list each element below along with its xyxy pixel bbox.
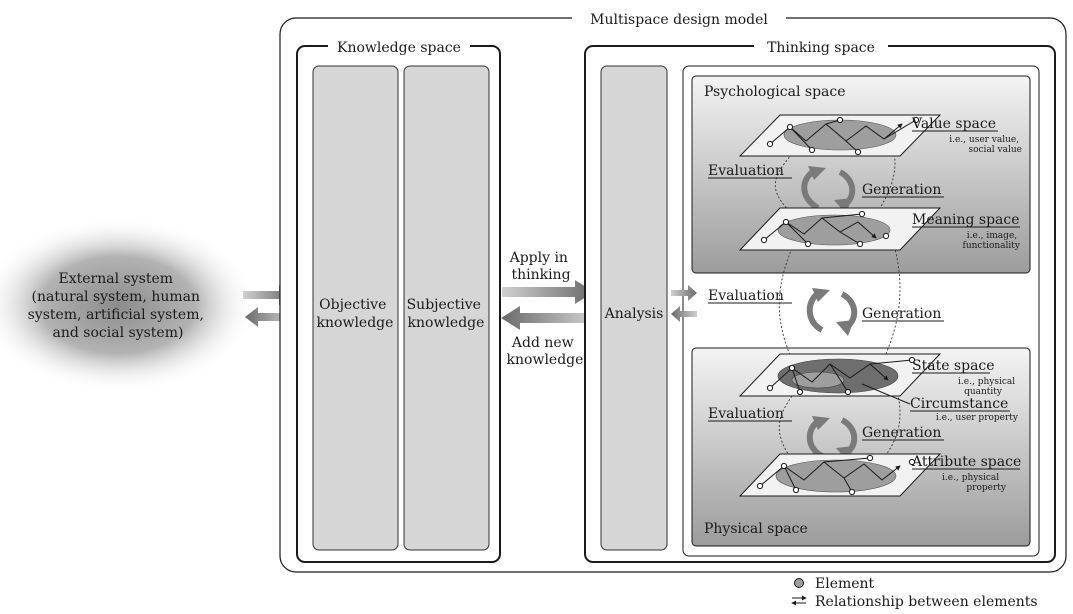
physical-space-title: Physical space <box>704 521 808 537</box>
analysis-column <box>600 65 668 551</box>
apply-in-thinking-label: Apply in thinking <box>509 250 573 283</box>
meaning-space-label: Meaning space <box>912 212 1020 228</box>
add-new-knowledge-label: Add new knowledge <box>507 335 584 368</box>
multispace-title: Multispace design model <box>590 12 768 28</box>
psychological-space-title: Psychological space <box>704 84 846 100</box>
psych-evaluation-label: Evaluation <box>708 163 784 179</box>
objective-knowledge-column <box>312 65 399 551</box>
relationship-legend-icon <box>791 595 807 606</box>
value-space-label: Value space <box>911 116 996 132</box>
analysis-label: Analysis <box>604 306 664 322</box>
external-system-label: External system (natural system, human s… <box>28 271 209 341</box>
circumstance-label: Circumstance <box>910 396 1008 412</box>
external-system-blob <box>0 217 258 393</box>
meaning-space-plane <box>738 207 942 251</box>
relationship-legend-label: Relationship between elements <box>815 594 1038 610</box>
circumstance-pointer <box>861 383 911 405</box>
subjective-knowledge-label: Subjective knowledge <box>407 297 486 331</box>
value-space-plane <box>738 114 942 157</box>
phys-evaluation-label: Evaluation <box>708 406 784 422</box>
knowledge-space-title: Knowledge space <box>337 40 461 56</box>
value-space-note: i.e., user value, social value <box>949 135 1022 155</box>
subjective-knowledge-column <box>403 65 490 551</box>
analysis-exchange-arrows <box>671 285 697 322</box>
state-space-note: i.e., physical quantity <box>958 377 1018 397</box>
state-space-plane <box>738 353 942 397</box>
add-new-knowledge-arrow <box>501 306 594 330</box>
middle-eval-gen-arrows <box>806 288 858 336</box>
phys-generation-label: Generation <box>862 425 941 441</box>
middle-generation-label: Generation <box>862 306 941 322</box>
circumstance-note: i.e., user property <box>936 413 1019 423</box>
psych-eval-gen-arrows <box>801 166 856 214</box>
apply-in-thinking-arrow <box>502 280 594 304</box>
attribute-space-plane <box>738 453 942 497</box>
middle-evaluation-label: Evaluation <box>708 288 784 304</box>
legend: Element Relationship between elements <box>791 576 1038 610</box>
meaning-space-note: i.e., image, functionality <box>963 231 1021 251</box>
element-legend-icon <box>794 578 804 588</box>
objective-knowledge-label: Objective knowledge <box>317 297 394 331</box>
thinking-space-title: Thinking space <box>767 40 875 56</box>
psych-generation-label: Generation <box>862 182 941 198</box>
element-legend-label: Element <box>815 576 875 592</box>
attribute-space-label: Attribute space <box>911 454 1021 470</box>
attribute-space-note: i.e., physical property <box>942 473 1007 493</box>
state-space-label: State space <box>912 358 995 374</box>
